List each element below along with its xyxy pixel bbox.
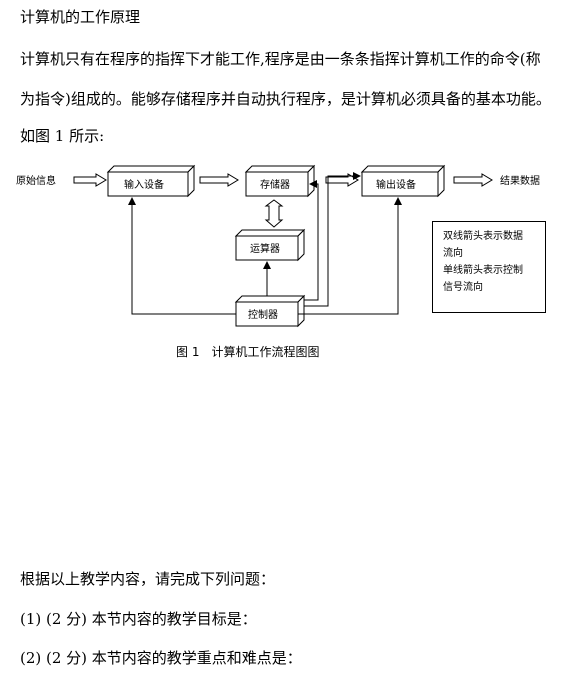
data-arrow-input-to-storage bbox=[199, 173, 239, 187]
controller-box: 控制器 bbox=[234, 294, 306, 328]
figure-caption: 图 1 计算机工作流程图图 bbox=[176, 343, 319, 360]
figure-caption-text: 计算机工作流程图图 bbox=[211, 345, 320, 359]
output-device-box: 输出设备 bbox=[360, 164, 446, 198]
output-device-label: 输出设备 bbox=[376, 178, 416, 191]
question-1: (1) (2 分) 本节内容的教学目标是： bbox=[20, 610, 257, 628]
legend-line-1: 双线箭头表示数据 bbox=[443, 231, 523, 242]
document-title: 计算机的工作原理 bbox=[20, 8, 141, 26]
paragraph-line-2: 为指令)组成的。能够存储程序并自动执行程序，是计算机必须具备的基本功能。 bbox=[20, 90, 551, 108]
computer-workflow-diagram: 原始信息 输入设备 存储器 输出设备 结果数据 bbox=[16, 164, 540, 328]
input-device-box: 输入设备 bbox=[106, 164, 196, 198]
controller-label: 控制器 bbox=[248, 308, 278, 321]
alu-box: 运算器 bbox=[234, 228, 306, 262]
data-arrow-source-to-input bbox=[73, 173, 107, 187]
control-signal-lines bbox=[128, 172, 402, 315]
paragraph-line-1: 计算机只有在程序的指挥下才能工作,程序是由一条条指挥计算机工作的命令(称 bbox=[20, 50, 541, 68]
diagram-legend: 双线箭头表示数据 流向 单线箭头表示控制 信号流向 bbox=[432, 221, 546, 313]
questions-intro: 根据以上教学内容，请完成下列问题： bbox=[20, 570, 276, 588]
alu-label: 运算器 bbox=[250, 242, 280, 255]
data-arrow-output-to-result bbox=[453, 173, 493, 187]
legend-line-3: 单线箭头表示控制 bbox=[443, 265, 523, 276]
legend-line-2: 流向 bbox=[443, 248, 463, 259]
source-label: 原始信息 bbox=[16, 174, 56, 187]
storage-box: 存储器 bbox=[244, 164, 316, 198]
data-arrow-storage-alu bbox=[264, 199, 284, 228]
storage-label: 存储器 bbox=[260, 178, 290, 191]
input-device-label: 输入设备 bbox=[124, 178, 164, 191]
question-2: (2) (2 分) 本节内容的教学重点和难点是： bbox=[20, 649, 302, 667]
paragraph-line-3: 如图 1 所示: bbox=[20, 127, 105, 145]
legend-line-4: 信号流向 bbox=[443, 282, 483, 293]
figure-number: 图 1 bbox=[176, 345, 200, 359]
result-label: 结果数据 bbox=[500, 174, 540, 187]
